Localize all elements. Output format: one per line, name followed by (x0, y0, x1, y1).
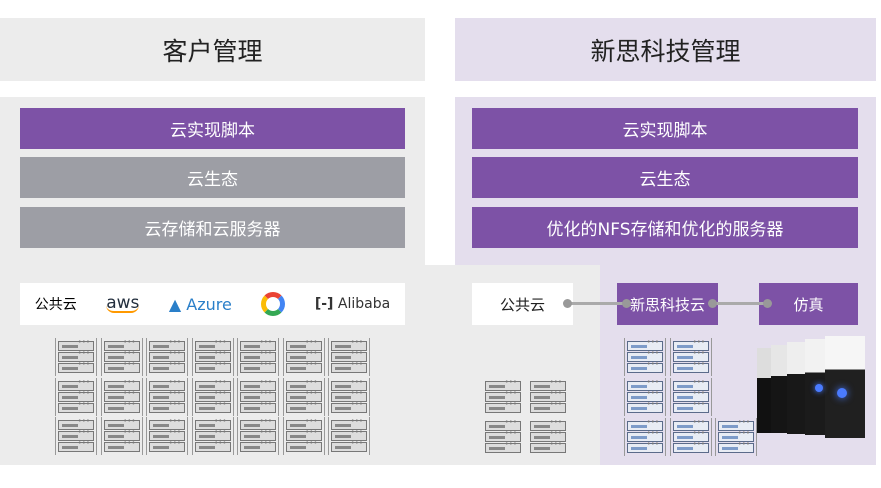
right-bar-cloud-scripts: 云实现脚本 (472, 108, 858, 149)
aws-logo: aws (106, 293, 140, 313)
customer-management-title: 客户管理 (162, 36, 263, 66)
server-rack-icon (191, 338, 234, 376)
alibaba-logo: [-] Alibaba (314, 296, 391, 312)
cloud-logo-strip: 公共云 aws ▲ Azure [-] Alibaba (20, 283, 405, 325)
server-rack-icon (100, 377, 143, 416)
server-rack-icon (237, 338, 279, 376)
azure-logo: ▲ Azure (168, 294, 232, 314)
server-rack-icon (482, 378, 524, 416)
server-rack-icon (191, 417, 234, 455)
server-rack-icon (146, 417, 188, 455)
connector-dot (708, 299, 717, 308)
left-bar-cloud-scripts: 云实现脚本 (20, 108, 405, 149)
left-header-bg (0, 18, 425, 81)
server-rack-icon (624, 418, 666, 456)
server-rack-icon (624, 338, 666, 376)
server-rack-icon (55, 338, 97, 376)
supercomputer-image (757, 336, 867, 441)
server-rack-icon (237, 417, 279, 455)
server-rack-icon (670, 418, 712, 456)
right-bar-cloud-ecosystem: 云生态 (472, 157, 858, 198)
connector-line (712, 302, 768, 305)
server-rack-icon (55, 377, 97, 416)
server-rack-icon (624, 378, 666, 416)
server-rack-icon (55, 417, 97, 455)
public-cloud-label: 公共云 (34, 297, 77, 313)
google-cloud-icon (261, 292, 286, 316)
server-rack-icon (282, 377, 325, 416)
server-rack-icon (328, 417, 370, 455)
server-rack-icon (100, 338, 143, 376)
server-rack-icon (191, 377, 234, 416)
server-rack-icon (527, 418, 569, 456)
server-rack-icon (146, 377, 188, 416)
server-rack-icon (670, 338, 712, 376)
connector-dot (622, 299, 631, 308)
simulation-node: 仿真 (759, 283, 858, 325)
right-header-bg (455, 18, 876, 81)
public-cloud-node: 公共云 (472, 283, 573, 325)
server-rack-icon (282, 417, 325, 455)
server-rack-icon (715, 418, 757, 456)
right-bar-optimized-storage: 优化的NFS存储和优化的服务器 (472, 207, 858, 248)
server-rack-icon (328, 377, 370, 416)
server-rack-icon (282, 338, 325, 376)
server-rack-icon (527, 378, 569, 416)
server-rack-icon (146, 338, 188, 376)
server-rack-icon (670, 378, 712, 416)
connector-dot (763, 299, 772, 308)
left-bar-cloud-ecosystem: 云生态 (20, 157, 405, 198)
server-rack-icon (482, 418, 524, 456)
synopsys-cloud-node: 新思科技云 (617, 283, 718, 325)
server-rack-icon (237, 377, 279, 416)
server-rack-icon (100, 417, 143, 455)
synopsys-management-title: 新思科技管理 (590, 36, 741, 66)
left-bar-storage-servers: 云存储和云服务器 (20, 207, 405, 248)
server-rack-icon (328, 338, 370, 376)
connector-line (568, 302, 628, 305)
connector-dot (563, 299, 572, 308)
